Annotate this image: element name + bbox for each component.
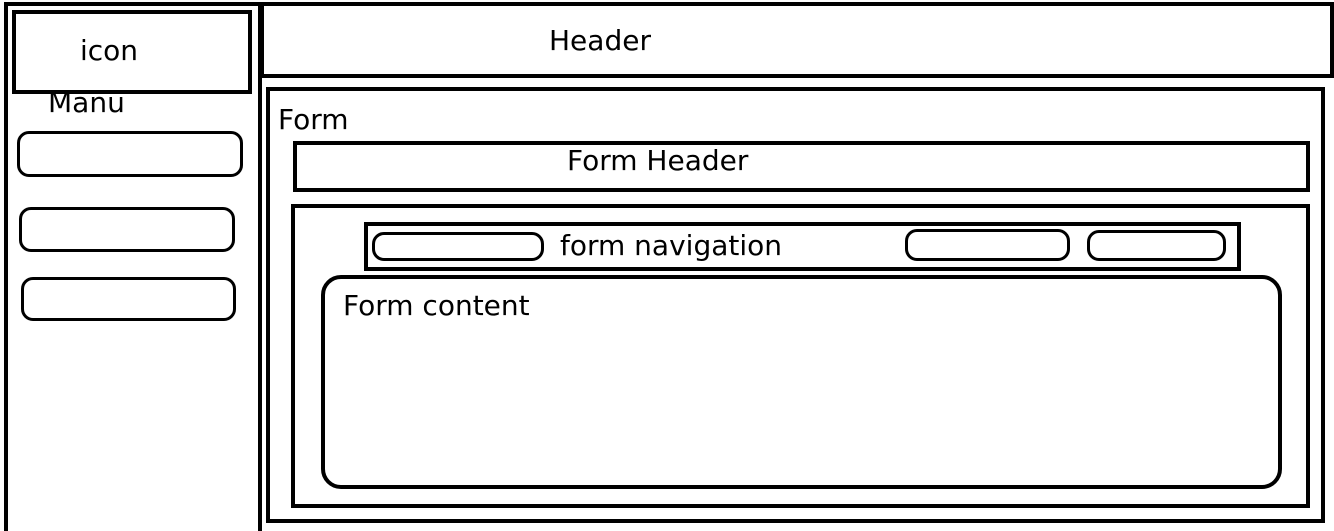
logo-box[interactable] <box>12 10 252 94</box>
form-navigation-label: form navigation <box>560 229 783 262</box>
form-content-area[interactable] <box>321 275 1282 489</box>
form-header-title: Form Header <box>567 144 749 177</box>
form-content-label: Form content <box>343 289 530 322</box>
form-nav-button-1[interactable] <box>372 232 544 261</box>
menu-item-1[interactable] <box>17 131 243 177</box>
form-nav-button-3[interactable] <box>1087 230 1226 261</box>
form-label: Form <box>278 103 349 136</box>
menu-item-2[interactable] <box>19 207 235 252</box>
header-title: Header <box>549 24 651 57</box>
form-nav-button-2[interactable] <box>905 229 1070 261</box>
header-bar <box>260 2 1334 78</box>
logo-icon-label: icon <box>80 34 139 67</box>
form-header-box <box>293 141 1310 192</box>
menu-label: Manu <box>48 86 125 119</box>
menu-item-3[interactable] <box>21 277 236 321</box>
